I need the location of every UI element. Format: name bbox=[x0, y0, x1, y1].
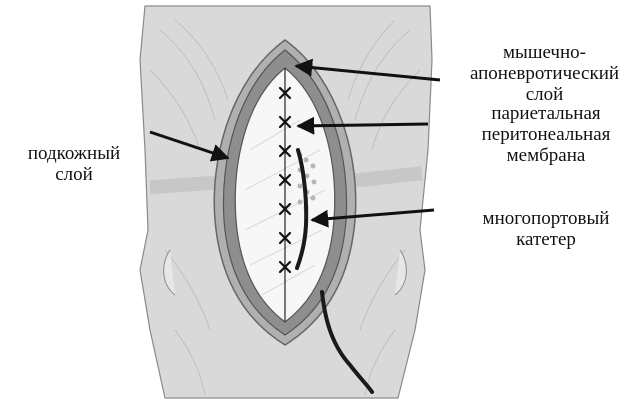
label-subcutaneous-line-1: подкожный bbox=[8, 143, 140, 164]
label-muscle-line-1: мышечно- bbox=[452, 42, 637, 63]
label-subcutaneous-layer: подкожный слой bbox=[8, 143, 140, 185]
label-peritoneal-membrane: париетальная перитонеальная мембрана bbox=[455, 103, 637, 166]
label-perit-line-2: перитонеальная bbox=[455, 124, 637, 145]
label-muscle-line-3: слой bbox=[452, 84, 637, 105]
label-muscle-layer: мышечно- апоневротический слой bbox=[452, 42, 637, 105]
arrow-peritoneum bbox=[298, 124, 428, 126]
label-catheter: многопортовый катетер bbox=[455, 208, 637, 250]
label-catheter-line-1: многопортовый bbox=[455, 208, 637, 229]
label-perit-line-3: мембрана bbox=[455, 145, 637, 166]
label-perit-line-1: париетальная bbox=[455, 103, 637, 124]
label-subcutaneous-line-2: слой bbox=[8, 164, 140, 185]
label-catheter-line-2: катетер bbox=[455, 229, 637, 250]
label-muscle-line-2: апоневротический bbox=[452, 63, 637, 84]
